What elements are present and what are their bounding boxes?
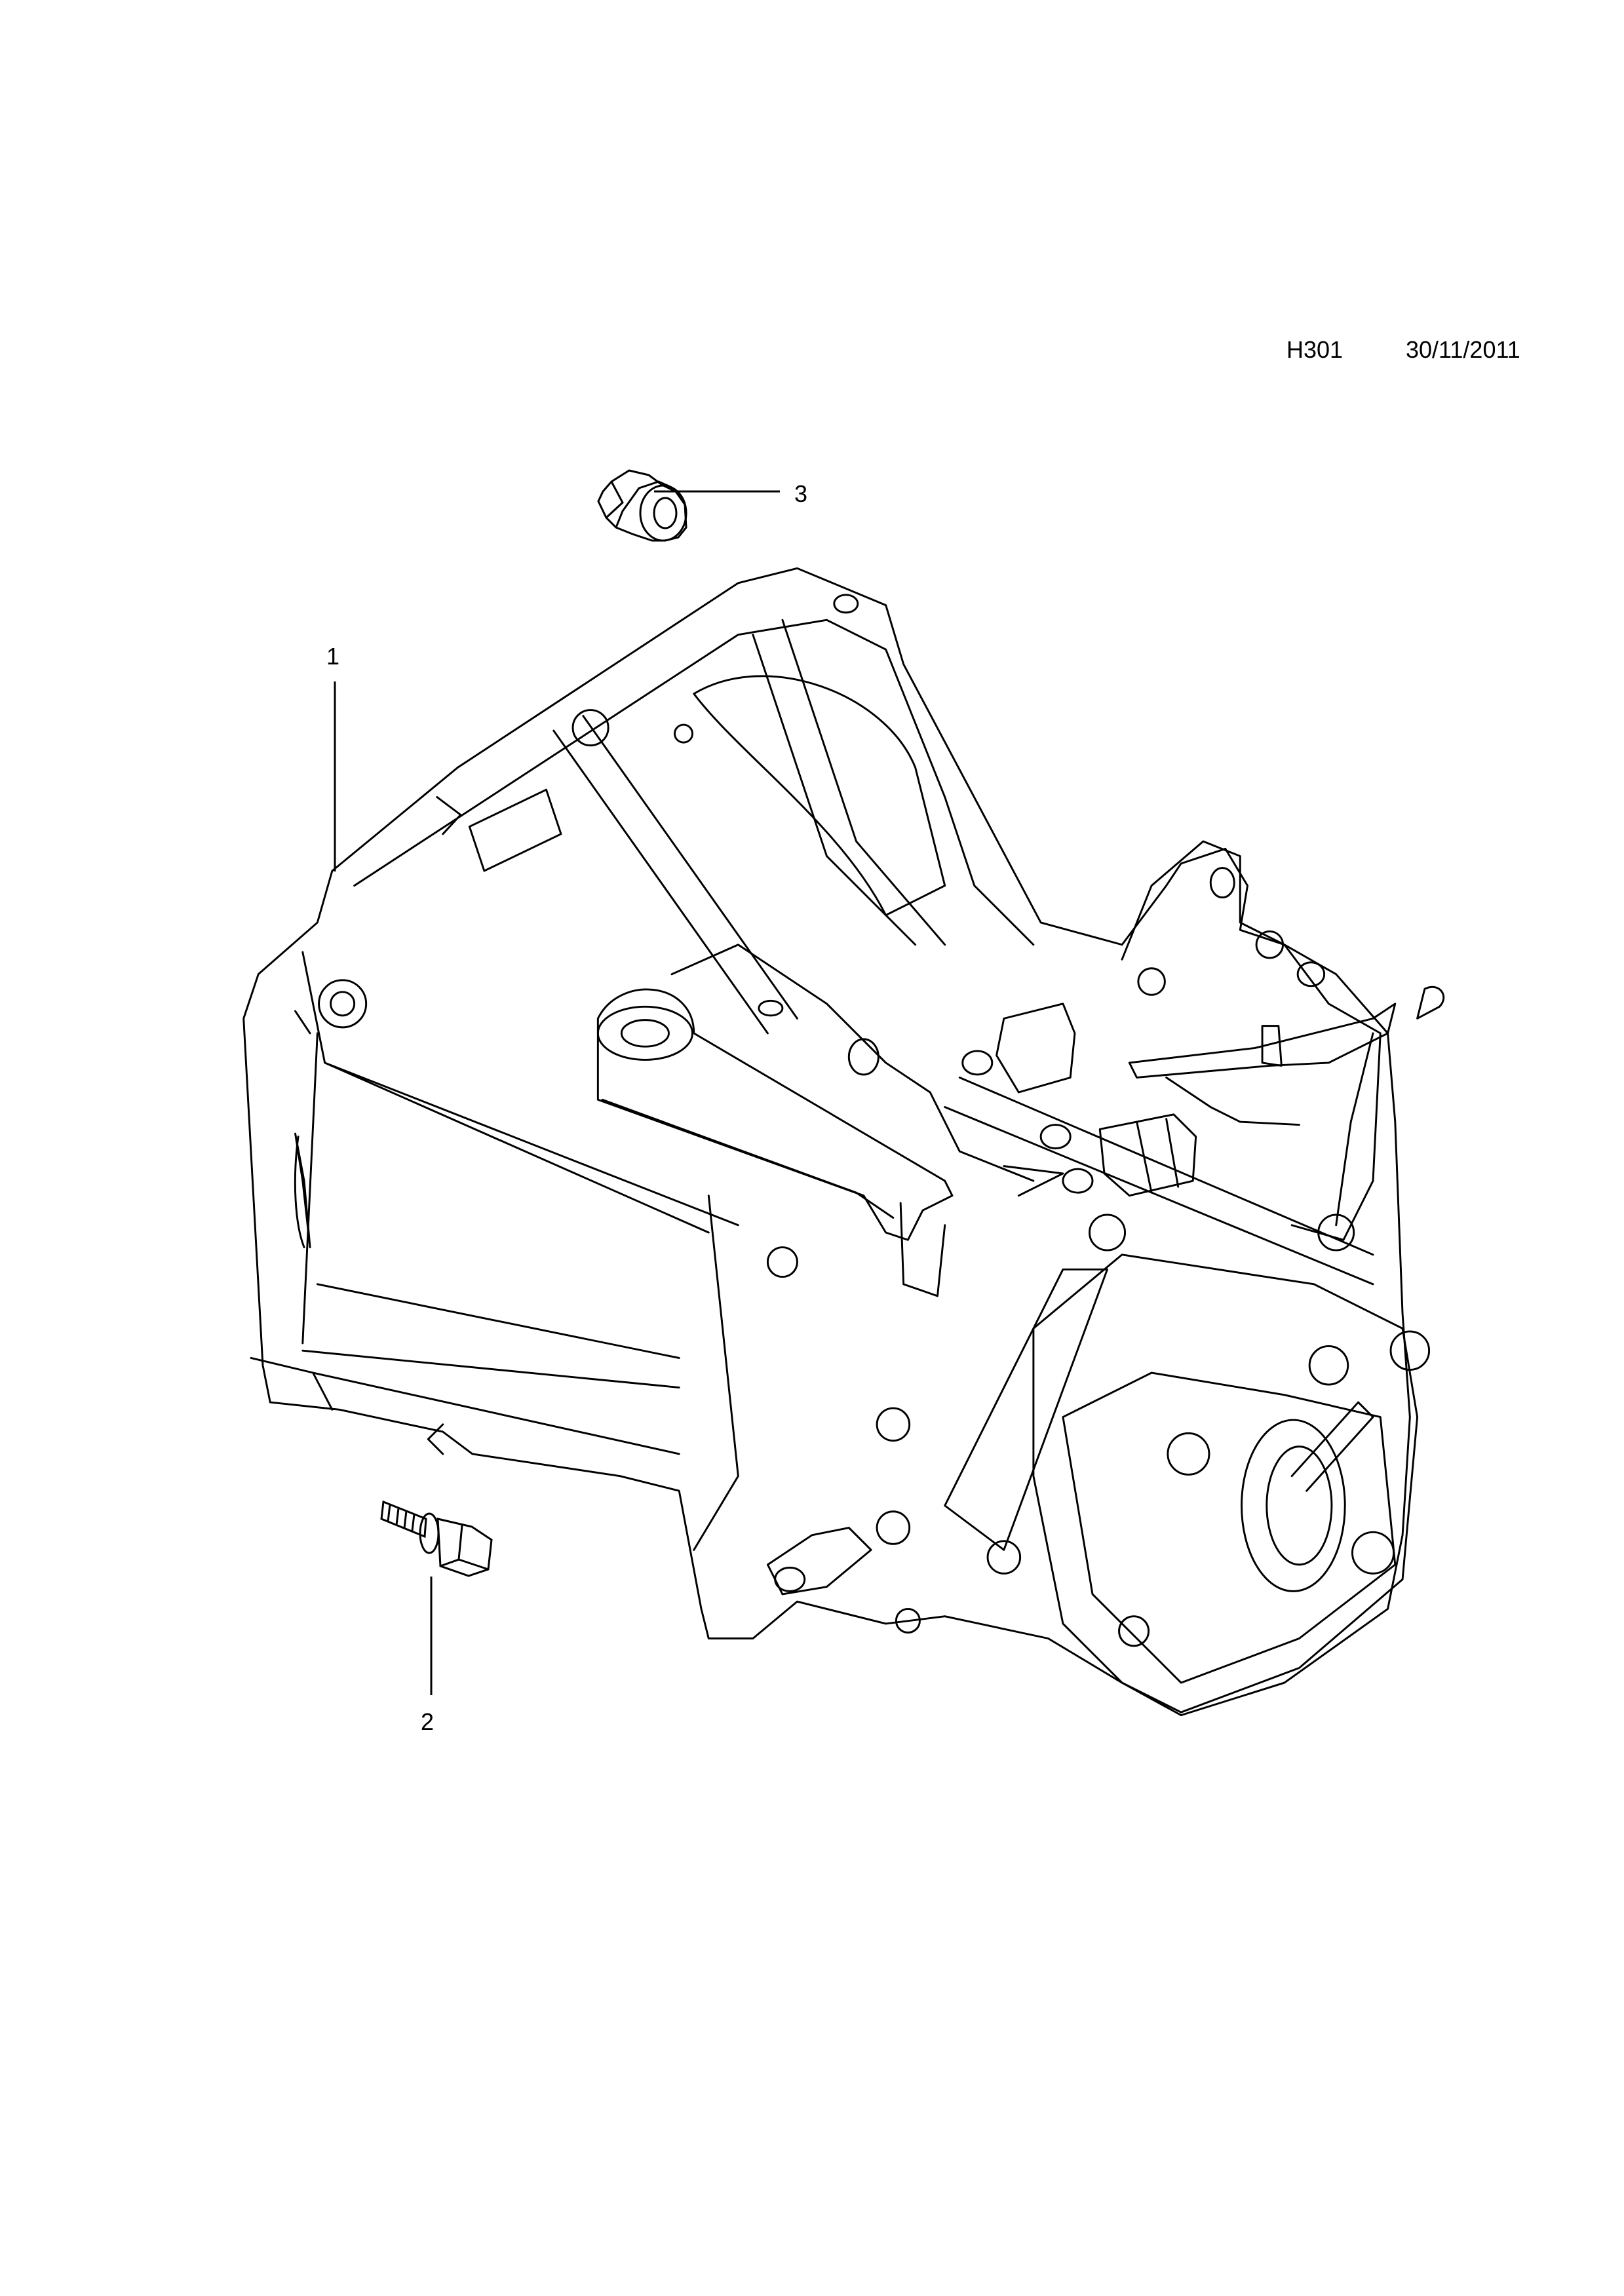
- diagram-code: H301: [1286, 336, 1344, 363]
- diagram-date: 30/11/2011: [1406, 336, 1520, 363]
- callout-2-label: 2: [421, 1708, 435, 1735]
- bolt-part: [380, 1500, 493, 1577]
- housing-outline: [242, 567, 1411, 1717]
- rear-cover: [1032, 1253, 1419, 1713]
- nut-part: [597, 469, 687, 542]
- callout-1-label: 1: [326, 643, 340, 670]
- callout-3-label: 3: [794, 480, 808, 507]
- transmission-assembly-part: [242, 567, 1445, 1717]
